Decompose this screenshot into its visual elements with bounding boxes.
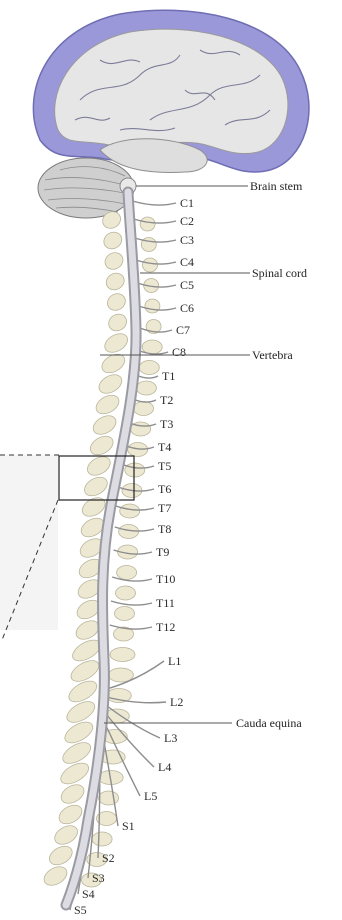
- vertebral-body: [106, 311, 130, 334]
- vertebral-body: [104, 290, 128, 313]
- segment-label-t11: T11: [156, 596, 175, 610]
- vertebral-process: [145, 299, 160, 313]
- segment-label-t4: T4: [158, 440, 171, 454]
- segment-label-c5: C5: [180, 278, 194, 292]
- segment-label-t1: T1: [162, 369, 175, 383]
- vertebral-process: [140, 217, 155, 231]
- vertebral-process: [115, 607, 135, 621]
- segment-label-c8: C8: [172, 345, 186, 359]
- vertebral-process: [134, 402, 154, 416]
- vertebral-body: [57, 759, 92, 788]
- segment-label-t12: T12: [156, 620, 175, 634]
- vertebral-process: [139, 361, 159, 375]
- vertebra-label: Vertebra: [252, 348, 293, 362]
- segment-label-c6: C6: [180, 301, 194, 315]
- inset-panel: [0, 455, 58, 630]
- vertebral-body: [58, 781, 87, 807]
- vertebral-body: [93, 391, 122, 417]
- segment-label-l4: L4: [158, 760, 171, 774]
- vertebral-body: [56, 801, 85, 827]
- vertebral-body: [46, 842, 75, 868]
- spinal-nerve: [111, 601, 152, 605]
- vertebral-body: [102, 330, 131, 356]
- spinal-nerve: [110, 625, 152, 629]
- segment-label-s4: S4: [82, 887, 95, 901]
- vertebral-process: [99, 791, 119, 805]
- vertebral-process: [142, 340, 162, 354]
- spinal-nerve: [133, 201, 177, 205]
- vertebral-process: [92, 832, 112, 846]
- vertebral-process: [110, 648, 135, 662]
- segment-label-l2: L2: [170, 695, 183, 709]
- cerebellum: [38, 158, 134, 218]
- cauda-equina-label: Cauda equina: [236, 716, 302, 730]
- vertebral-process: [117, 566, 137, 580]
- brain-stem-label: Brain stem: [250, 179, 303, 193]
- segment-label-t10: T10: [156, 572, 175, 586]
- vertebral-body: [59, 738, 94, 767]
- segment-label-l3: L3: [164, 731, 177, 745]
- segment-label-c2: C2: [180, 214, 194, 228]
- segment-label-t6: T6: [158, 482, 171, 496]
- segment-label-s2: S2: [102, 851, 115, 865]
- segment-label-t7: T7: [158, 501, 171, 515]
- vertebral-body: [68, 656, 103, 685]
- vertebral-body: [84, 453, 113, 479]
- segment-label-s1: S1: [122, 819, 135, 833]
- brain: [33, 10, 309, 172]
- vertebral-body: [61, 718, 96, 747]
- vertebral-body: [96, 371, 125, 397]
- segment-label-l5: L5: [144, 789, 157, 803]
- vertebral-body: [63, 697, 98, 726]
- detail-inset: [0, 455, 60, 640]
- spinal-cord-label: Spinal cord: [252, 266, 307, 280]
- vertebral-body: [41, 863, 70, 889]
- vertebral-body: [90, 412, 119, 438]
- vertebral-body: [101, 229, 125, 252]
- segment-label-t3: T3: [160, 417, 173, 431]
- segment-label-c4: C4: [180, 255, 194, 269]
- vertebral-body: [81, 473, 110, 499]
- segment-label-t2: T2: [160, 393, 173, 407]
- segment-label-t9: T9: [156, 545, 169, 559]
- vertebral-process: [136, 381, 156, 395]
- spinal-nerve: [135, 238, 176, 242]
- segment-label-c3: C3: [180, 233, 194, 247]
- vertebral-body: [102, 249, 126, 272]
- segment-label-s3: S3: [92, 871, 105, 885]
- vertebral-body: [99, 350, 128, 376]
- vertebral-process: [108, 668, 133, 682]
- segment-label-c7: C7: [176, 323, 190, 337]
- vertebral-body: [65, 677, 100, 706]
- vertebral-process: [125, 463, 145, 477]
- vertebral-body: [51, 822, 80, 848]
- vertebral-process: [143, 258, 158, 272]
- segment-label-t8: T8: [158, 522, 171, 536]
- vertebral-body: [103, 270, 127, 293]
- segment-label-c1: C1: [180, 196, 194, 210]
- segment-label-s5: S5: [74, 903, 87, 917]
- vertebral-process: [120, 504, 140, 518]
- vertebral-body: [87, 432, 116, 458]
- segment-label-t5: T5: [158, 459, 171, 473]
- segment-label-l1: L1: [168, 654, 181, 668]
- vertebral-process: [116, 586, 136, 600]
